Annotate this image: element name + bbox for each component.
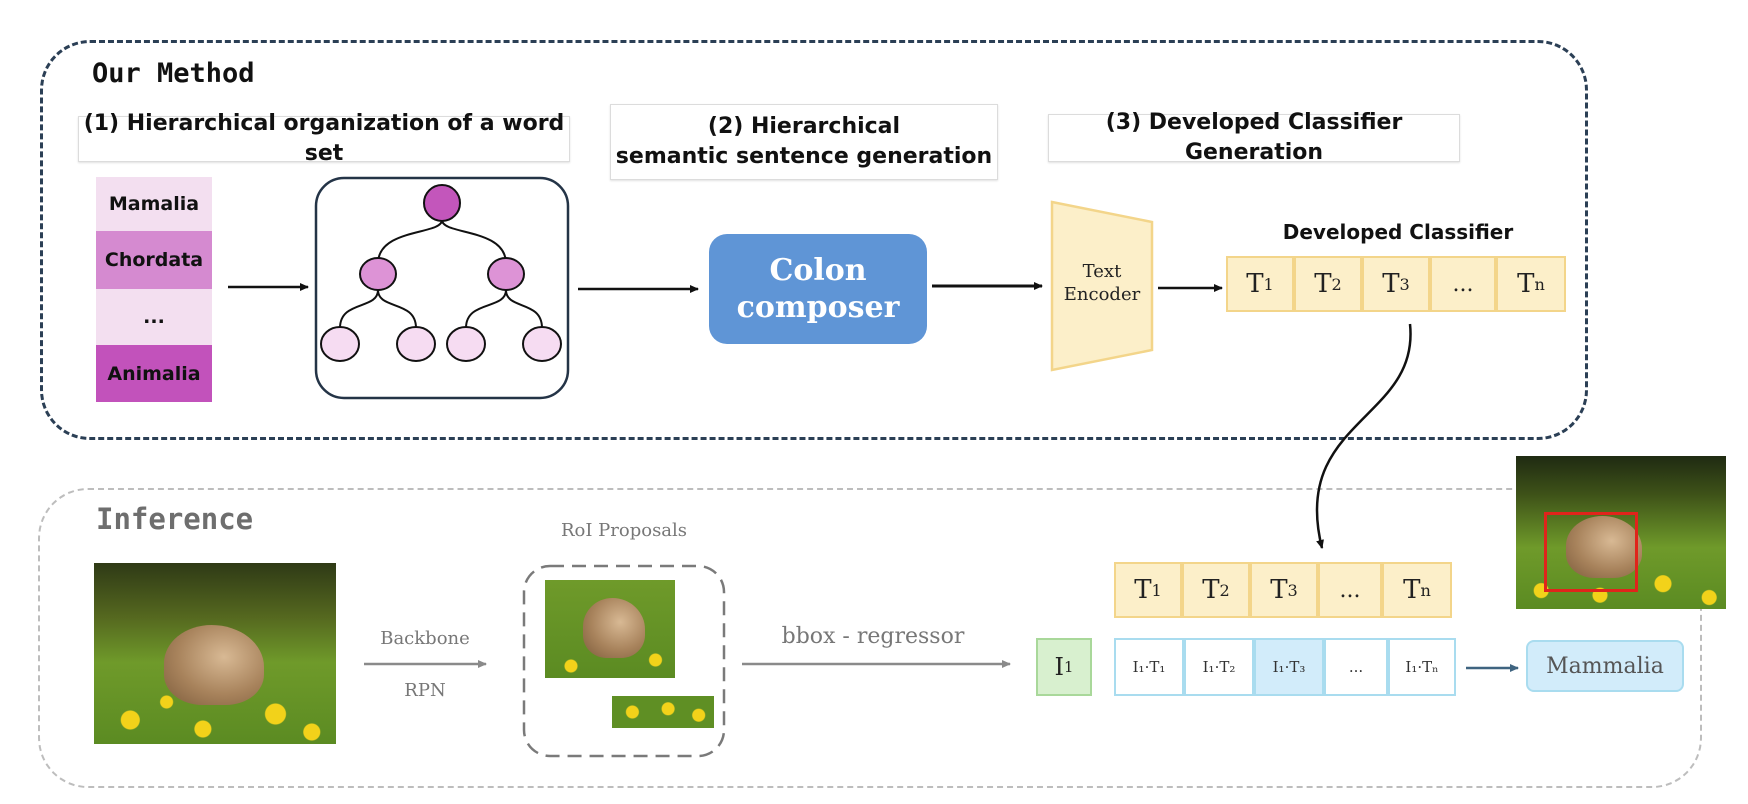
hierarchy-tree [339, 219, 543, 329]
similarity-cell: ... [1324, 638, 1388, 696]
dandelion-flowers [94, 684, 336, 744]
roi-crop-small [612, 696, 714, 728]
tree-leaf-node [320, 326, 360, 362]
composer-line2: composer [736, 290, 900, 325]
text-encoder-label: Text Encoder [1052, 260, 1152, 307]
result-label-box: Mammalia [1526, 640, 1684, 692]
method-title: Our Method [92, 58, 255, 89]
output-image [1516, 456, 1726, 609]
step1-caption: (1) Hierarchical organization of a word … [78, 111, 570, 166]
tree-root-node [423, 184, 461, 222]
similarity-cell: I₁·Tₙ [1388, 638, 1456, 696]
tree-leaf-node [446, 326, 486, 362]
step2-line2: semantic sentence generation [615, 144, 993, 169]
word-item: Chordata [96, 231, 212, 289]
roi-proposals-label: RoI Proposals [560, 520, 688, 541]
tree-leaf-node [396, 326, 436, 362]
classifier-token: ... [1430, 256, 1496, 312]
step2-line1: (2) Hierarchical [707, 114, 901, 140]
arrow-classifier-to-inference [1315, 323, 1412, 549]
dandelion-flowers [1516, 563, 1726, 609]
word-set: Mamalia Chordata ... Animalia [96, 177, 212, 402]
inference-section [38, 488, 1702, 788]
tree-mid-node [359, 257, 397, 291]
encoder-line1: Text [1082, 261, 1122, 282]
similarity-cell: I₁·T₁ [1114, 638, 1184, 696]
dandelion-flowers [545, 648, 675, 678]
step3-caption: (3) Developed Classifier Generation [1048, 110, 1460, 165]
word-item: ... [96, 289, 212, 345]
roi-crop-large [545, 580, 675, 678]
similarity-cell-highlight: I₁·T₃ [1254, 638, 1324, 696]
rpn-label: RPN [404, 680, 446, 701]
roi-proposals-box [522, 564, 726, 758]
similarity-cell: I₁·T₂ [1184, 638, 1254, 696]
method-section [40, 40, 1588, 440]
detection-box [1544, 512, 1638, 592]
word-item: Animalia [96, 345, 212, 402]
developed-classifier-label: Developed Classifier [1282, 220, 1514, 244]
encoder-line2: Encoder [1063, 284, 1141, 306]
inference-token: ... [1318, 562, 1382, 618]
composer-line1: Colon [769, 252, 867, 288]
tree-mid-node [487, 257, 525, 291]
hierarchy-tree-box [314, 176, 570, 400]
step2-caption: (2) Hierarchical semantic sentence gener… [610, 104, 998, 180]
word-item: Mamalia [96, 177, 212, 231]
inference-title: Inference [96, 502, 254, 536]
tree-leaf-node [522, 326, 562, 362]
similarity-scores: I₁·T₁ I₁·T₂ I₁·T₃ ... I₁·Tₙ [1114, 638, 1456, 696]
colon-composer-box: Colon composer [709, 234, 927, 344]
backbone-label: Backbone [380, 628, 470, 649]
input-image [94, 563, 336, 744]
bbox-regressor-label: bbox - regressor [781, 624, 965, 649]
text-encoder-shape [1050, 200, 1154, 372]
